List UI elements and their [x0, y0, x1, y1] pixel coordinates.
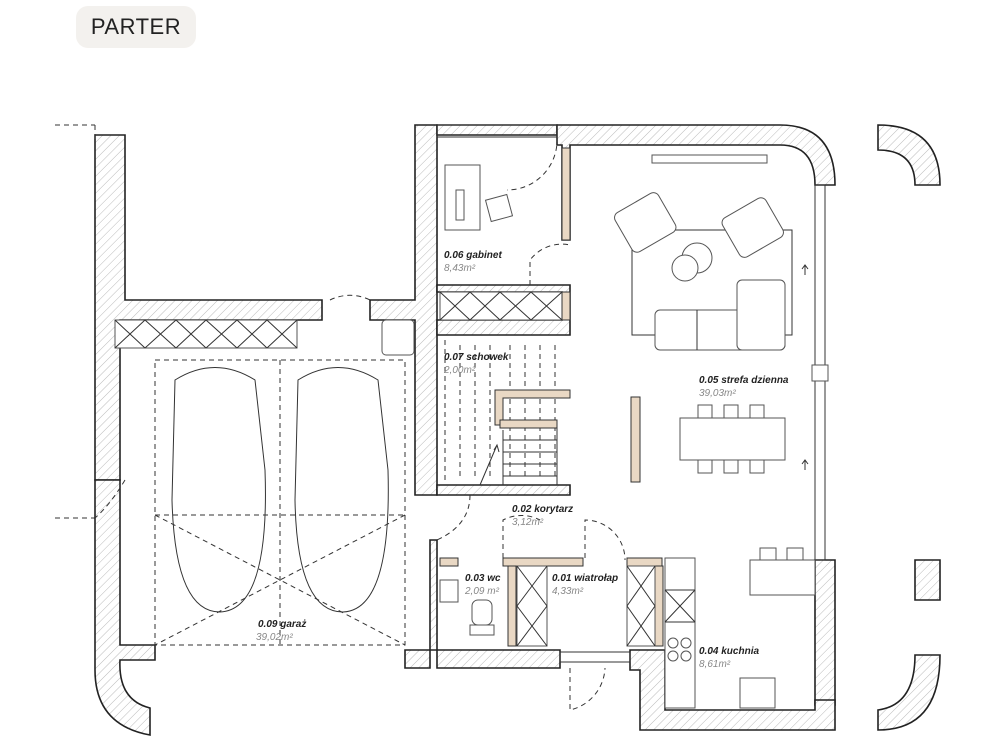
stairs: [444, 340, 571, 486]
room-name-gabinet: 0.06 gabinet: [444, 250, 502, 261]
room-name-strefa-dzienna: 0.05 strefa dzienna: [699, 375, 789, 386]
living-furniture: [614, 154, 809, 483]
kitchen-entry-furniture: [436, 494, 816, 711]
room-area-wc: 2,09 m²: [464, 586, 500, 597]
garage: [94, 294, 415, 646]
room-area-kuchnia: 8,61m²: [699, 659, 731, 670]
room-area-gabinet: 8,43m²: [444, 263, 476, 274]
room-name-wc: 0.03 wc: [465, 573, 501, 584]
room-area-wiatrolap: 4,33m²: [552, 586, 584, 597]
walls: [55, 124, 941, 736]
room-name-kuchnia: 0.04 kuchnia: [699, 646, 759, 657]
room-name-korytarz: 0.02 korytarz: [512, 504, 573, 515]
floor-title: PARTER: [76, 6, 196, 48]
office-furniture: [439, 136, 571, 321]
room-name-wiatrolap: 0.01 wiatrołap: [552, 573, 618, 584]
room-name-schowek: 0.07 schowek: [444, 352, 509, 363]
room-area-strefa-dzienna: 39,03m²: [699, 388, 736, 399]
room-labels: 0.01 wiatrołap 4,33m² 0.02 korytarz 3,12…: [256, 250, 789, 670]
room-area-schowek: 2,00m²: [443, 365, 476, 376]
room-area-korytarz: 3,12m²: [512, 517, 544, 528]
room-area-garaz: 39,02m²: [256, 632, 293, 643]
room-name-garaz: 0.09 garaż: [258, 619, 306, 630]
